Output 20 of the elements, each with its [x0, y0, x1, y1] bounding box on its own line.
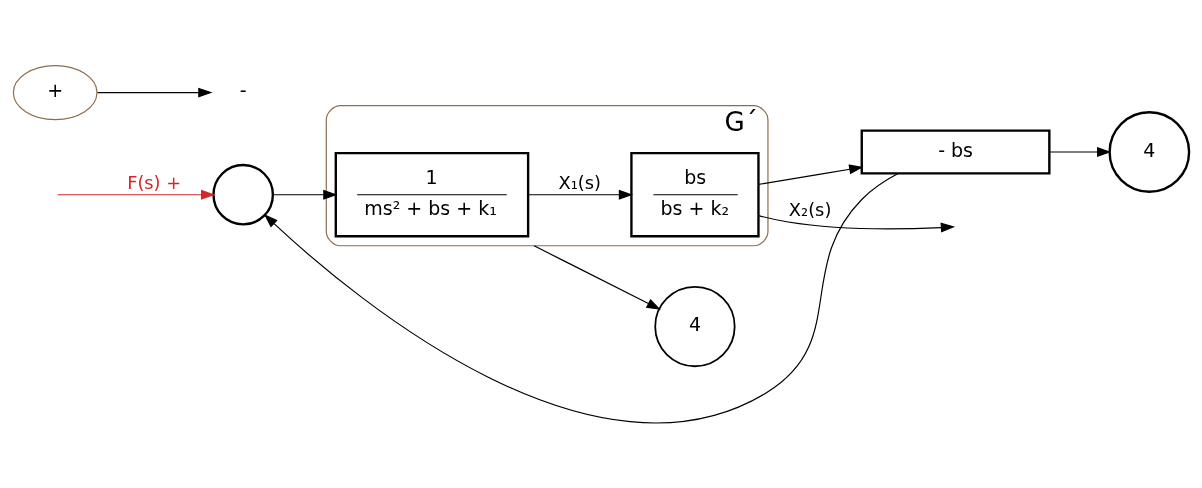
arrow [96, 87, 213, 98]
node-circle: 4 [1108, 110, 1191, 193]
edge-label: X₂(s) [788, 198, 832, 220]
node-text: - [239, 78, 247, 101]
arrow [758, 163, 864, 185]
arrow [263, 172, 899, 423]
arrow [1049, 146, 1112, 157]
arrow [527, 189, 634, 200]
arrow [533, 244, 661, 310]
arrow [272, 189, 338, 200]
node-circle [212, 163, 275, 226]
edge-label: F(s) + [127, 171, 182, 193]
arrow [757, 214, 956, 233]
arrow [56, 189, 216, 200]
node-circle: 4 [654, 285, 736, 367]
node-box: bs bs + k₂ [630, 151, 760, 237]
node-box: 1 ms² + bs + k₁ [334, 151, 530, 237]
node-box: - bs [860, 128, 1051, 175]
node-ellipse: + [12, 64, 98, 120]
edge-label: X₁(s) [558, 171, 602, 193]
